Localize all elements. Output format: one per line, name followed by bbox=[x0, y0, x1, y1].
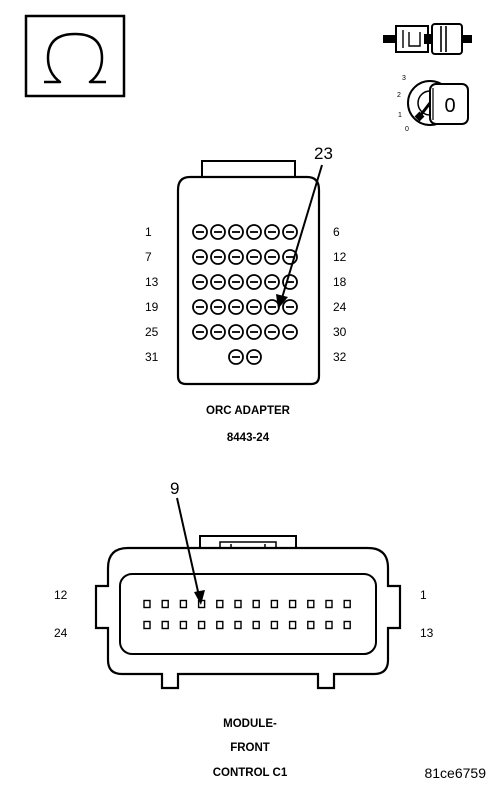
key-position-label: 0 bbox=[444, 95, 455, 117]
orc-row-label-left: 31 bbox=[145, 350, 159, 364]
module-pin-cavity bbox=[234, 620, 242, 630]
module-label-left: 24 bbox=[54, 626, 68, 640]
module-pin-grid bbox=[143, 599, 351, 630]
module-pin-cavity bbox=[325, 599, 333, 609]
module-pin-cavity bbox=[216, 620, 224, 630]
orc-row-label-left: 7 bbox=[145, 250, 152, 264]
orc-row-label-right: 6 bbox=[333, 225, 340, 239]
module-pin-cavity bbox=[307, 599, 315, 609]
module-caption-line2: FRONT bbox=[230, 742, 270, 754]
module-pin-cavity bbox=[179, 599, 188, 609]
module-pin-cavity bbox=[143, 599, 151, 609]
orc-row-label-right: 24 bbox=[333, 300, 347, 314]
module-caption-line1: MODULE- bbox=[223, 718, 277, 730]
module-pin-cavity bbox=[270, 620, 279, 630]
module-caption-line3: CONTROL C1 bbox=[213, 767, 288, 779]
module-pin-cavity bbox=[143, 620, 151, 630]
orc-adapter-caption: ORC ADAPTER bbox=[206, 405, 291, 417]
figure-id: 81ce6759 bbox=[424, 765, 486, 781]
orc-callout-number: 23 bbox=[314, 144, 333, 163]
module-callout-arrow bbox=[176, 497, 205, 605]
module-label-left: 12 bbox=[54, 588, 68, 602]
orc-row-label-right: 32 bbox=[333, 350, 347, 364]
ignition-key-icon: 0 3 2 1 0 bbox=[397, 75, 469, 133]
orc-adapter-connector bbox=[176, 160, 321, 386]
module-front-control-connector bbox=[94, 535, 402, 690]
module-pin-cavity bbox=[288, 599, 297, 609]
orc-adapter-pin-grid bbox=[192, 224, 298, 365]
module-pin-cavity bbox=[252, 620, 260, 630]
disconnected-connector-icon bbox=[383, 23, 472, 55]
module-callout-number: 9 bbox=[170, 479, 179, 498]
module-pin-cavity bbox=[252, 599, 260, 609]
orc-row-label-right: 18 bbox=[333, 275, 347, 289]
module-pin-cavity bbox=[234, 599, 242, 609]
module-pin-cavity bbox=[161, 620, 169, 630]
module-pin-cavity bbox=[325, 620, 333, 630]
module-pin-cavity bbox=[161, 599, 169, 609]
module-label-right: 1 bbox=[420, 588, 427, 602]
module-pin-cavity bbox=[288, 620, 297, 630]
module-pin-cavity bbox=[307, 620, 315, 630]
module-pin-cavity bbox=[343, 620, 351, 630]
module-pin-cavity bbox=[216, 599, 224, 609]
key-position-2: 2 bbox=[397, 92, 401, 99]
orc-callout-arrow bbox=[276, 164, 323, 309]
orc-row-label-left: 19 bbox=[145, 300, 159, 314]
module-pin-cavity bbox=[343, 599, 351, 609]
key-position-0: 0 bbox=[405, 126, 409, 133]
key-position-3: 3 bbox=[402, 75, 406, 82]
key-position-1: 1 bbox=[398, 112, 402, 119]
orc-row-label-left: 25 bbox=[145, 325, 159, 339]
orc-row-label-left: 1 bbox=[145, 225, 152, 239]
module-pin-cavity bbox=[197, 620, 206, 630]
orc-row-label-left: 13 bbox=[145, 275, 159, 289]
orc-adapter-part-number: 8443-24 bbox=[227, 432, 270, 444]
module-label-right: 13 bbox=[420, 626, 434, 640]
orc-row-label-right: 30 bbox=[333, 325, 347, 339]
module-pin-cavity bbox=[179, 620, 188, 630]
module-pin-cavity bbox=[270, 599, 279, 609]
ohm-meter-icon bbox=[24, 14, 126, 98]
orc-row-label-right: 12 bbox=[333, 250, 347, 264]
